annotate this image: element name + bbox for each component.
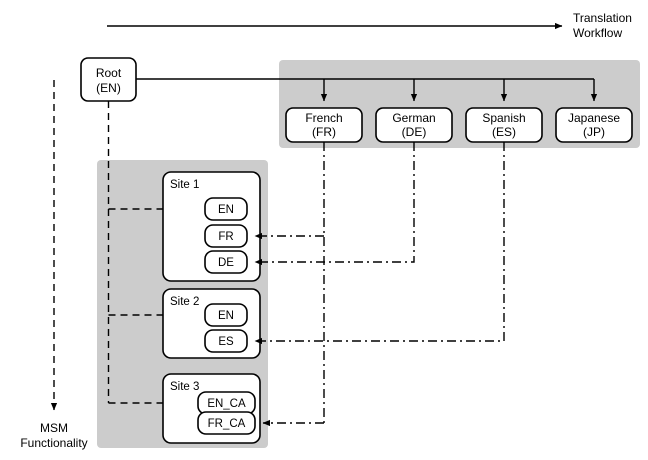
site3-locale-en-ca-label: EN_CA — [207, 398, 246, 410]
site1-locale-de-label: DE — [218, 257, 234, 269]
translation-languages-panel — [279, 60, 640, 148]
french-code: (FR) — [312, 125, 336, 139]
site2-locale-en-label: EN — [218, 310, 234, 322]
language-node-spanish[interactable]: Spanish (ES) — [465, 107, 543, 143]
translation-workflow-label-line2: Workflow — [573, 26, 622, 40]
site3-title: Site 3 — [170, 381, 199, 393]
french-name: French — [305, 111, 342, 125]
spanish-code: (ES) — [492, 125, 516, 139]
site1-title: Site 1 — [170, 179, 199, 191]
japanese-name: Japanese — [568, 111, 620, 125]
site3-locale-fr-ca[interactable] — [197, 411, 256, 435]
japanese-box[interactable] — [555, 107, 633, 143]
root-label-line1: Root — [96, 66, 122, 80]
language-node-french[interactable]: French (FR) — [285, 107, 363, 143]
msm-functionality-label-line1: MSM — [40, 421, 68, 435]
german-name: German — [392, 111, 435, 125]
language-node-japanese[interactable]: Japanese (JP) — [555, 107, 633, 143]
language-node-german[interactable]: German (DE) — [375, 107, 453, 143]
german-to-site1-de-connector — [254, 142, 415, 266]
site-group-3[interactable]: Site 3 EN_CA FR_CA — [162, 373, 261, 444]
msm-functionality-label-line2: Functionality — [20, 436, 87, 450]
site3-locale-fr-ca-label: FR_CA — [208, 418, 246, 430]
site2-locale-en[interactable] — [204, 303, 248, 327]
site1-locale-de[interactable] — [204, 250, 248, 274]
site2-locale-es[interactable] — [204, 329, 248, 353]
site2-title: Site 2 — [170, 296, 199, 308]
root-label-line2: (EN) — [96, 81, 121, 95]
site1-locale-en-label: EN — [218, 204, 234, 216]
site2-locale-es-label: ES — [218, 336, 234, 348]
spanish-to-site2-es-connector — [254, 142, 505, 345]
site1-locale-fr[interactable] — [204, 224, 248, 248]
german-code: (DE) — [402, 125, 427, 139]
spanish-name: Spanish — [482, 111, 525, 125]
translation-workflow-label-line1: Translation — [573, 11, 632, 25]
site-group-2[interactable]: Site 2 EN ES — [162, 288, 261, 359]
site1-locale-fr-label: FR — [218, 231, 233, 243]
site-group-1[interactable]: Site 1 EN FR DE — [162, 171, 261, 282]
japanese-code: (JP) — [583, 125, 605, 139]
site1-locale-en[interactable] — [204, 197, 248, 221]
